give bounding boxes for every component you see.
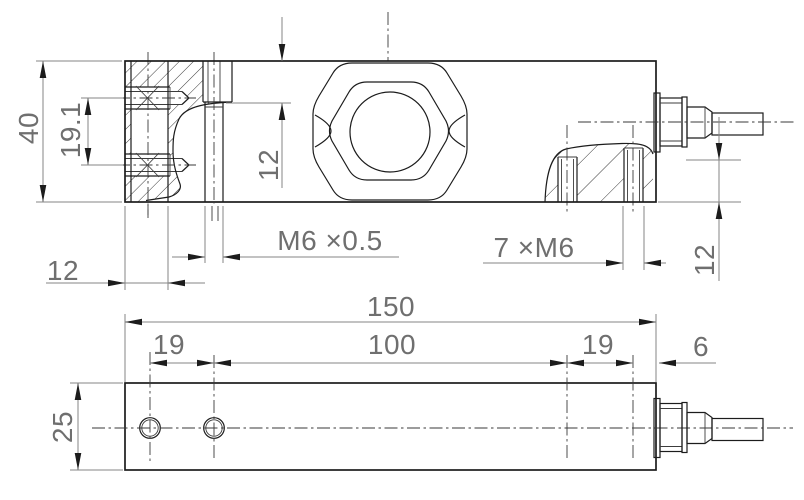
dim-label: 12 <box>47 255 79 286</box>
hex-boss <box>312 12 468 201</box>
dim-end-offset: 6 <box>659 331 709 367</box>
dim-label: 150 <box>367 291 415 322</box>
right-foot <box>544 125 654 213</box>
dim-label: 19 <box>153 329 185 360</box>
dim-hole-pitch: 19.1 <box>55 97 123 166</box>
dim-top-offset: 12 <box>226 17 291 188</box>
dim-pitch-left: 19 <box>150 329 214 367</box>
dim-label: 7 ×M6 <box>493 232 574 263</box>
dim-chain: 19 100 19 6 <box>149 329 716 461</box>
dim-label: 40 <box>13 112 44 144</box>
dim-label: 12 <box>689 244 720 276</box>
foot-profile <box>544 142 654 203</box>
dim-hole-span: 100 <box>214 329 567 367</box>
side-body-outline <box>124 60 657 203</box>
dimensions: 40 19.1 12 12 <box>13 17 741 471</box>
left-mount-block <box>117 52 233 215</box>
dim-label: 19 <box>582 329 614 360</box>
dim-foot-offset: 12 <box>658 117 741 281</box>
dim-label: 6 <box>693 331 709 362</box>
dim-overall-length: 150 <box>124 291 657 382</box>
dim-pitch-right: 19 <box>567 329 633 367</box>
dim-label: 25 <box>47 411 78 443</box>
dim-label: 100 <box>368 329 416 360</box>
side-view <box>117 12 794 215</box>
dim-label: 19.1 <box>55 102 86 159</box>
dim-label: 12 <box>253 149 284 181</box>
dim-label: M6 ×0.5 <box>277 225 382 256</box>
dim-overall-height: 40 <box>13 60 122 203</box>
dim-overall-width: 25 <box>47 382 123 471</box>
hex-outer <box>312 62 468 201</box>
load-button-bore <box>349 91 431 173</box>
dim-tapped-thread: 7 ×M6 <box>483 206 666 270</box>
hex-chamfer <box>328 81 450 181</box>
dim-edge-offset: 12 <box>46 205 205 290</box>
spring-profile-curve <box>145 101 233 202</box>
plan-body-outline <box>124 382 657 471</box>
cable-connector-side <box>578 92 794 153</box>
dim-fine-thread: M6 ×0.5 <box>172 206 399 263</box>
